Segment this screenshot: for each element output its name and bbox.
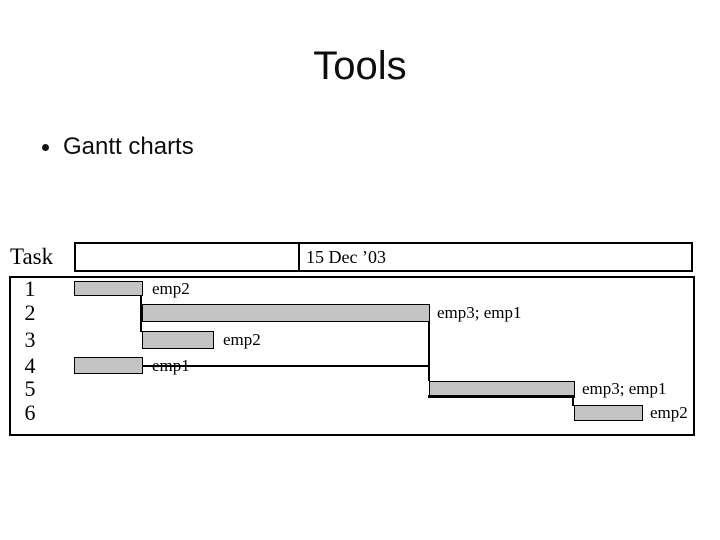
slide-title: Tools	[313, 44, 407, 88]
task-number: 2	[24, 300, 36, 325]
gantt-bar-task-2	[142, 304, 430, 322]
gantt-header-box	[74, 242, 693, 272]
gantt-task-column-header: Task	[10, 244, 54, 269]
dependency-line	[428, 322, 430, 381]
dependency-line	[572, 397, 574, 406]
task-number: 3	[24, 327, 36, 352]
gantt-header-divider	[298, 242, 300, 272]
bullet-item: Gantt charts	[42, 133, 194, 161]
bullet-icon	[42, 143, 49, 151]
task-number: 6	[24, 400, 36, 425]
task-number: 1	[24, 275, 36, 301]
dependency-line	[140, 296, 142, 332]
gantt-bar-task-3	[142, 331, 214, 349]
bullet-label: Gantt charts	[63, 133, 194, 160]
gantt-bar-label: emp2	[650, 403, 688, 422]
gantt-bar-label: emp2	[223, 330, 261, 349]
gantt-bar-label: emp3; emp1	[437, 303, 522, 322]
gantt-date-header: 15 Dec ’03	[306, 247, 386, 267]
dependency-line	[428, 395, 575, 398]
gantt-bar-task-1	[74, 281, 143, 296]
dependency-line	[143, 365, 429, 367]
gantt-bar-task-4	[74, 357, 143, 374]
gantt-bar-task-6	[574, 405, 643, 421]
gantt-bar-label: emp2	[152, 278, 190, 298]
task-number: 5	[24, 376, 36, 401]
task-number: 4	[24, 352, 36, 378]
gantt-bar-label: emp3; emp1	[582, 379, 667, 398]
